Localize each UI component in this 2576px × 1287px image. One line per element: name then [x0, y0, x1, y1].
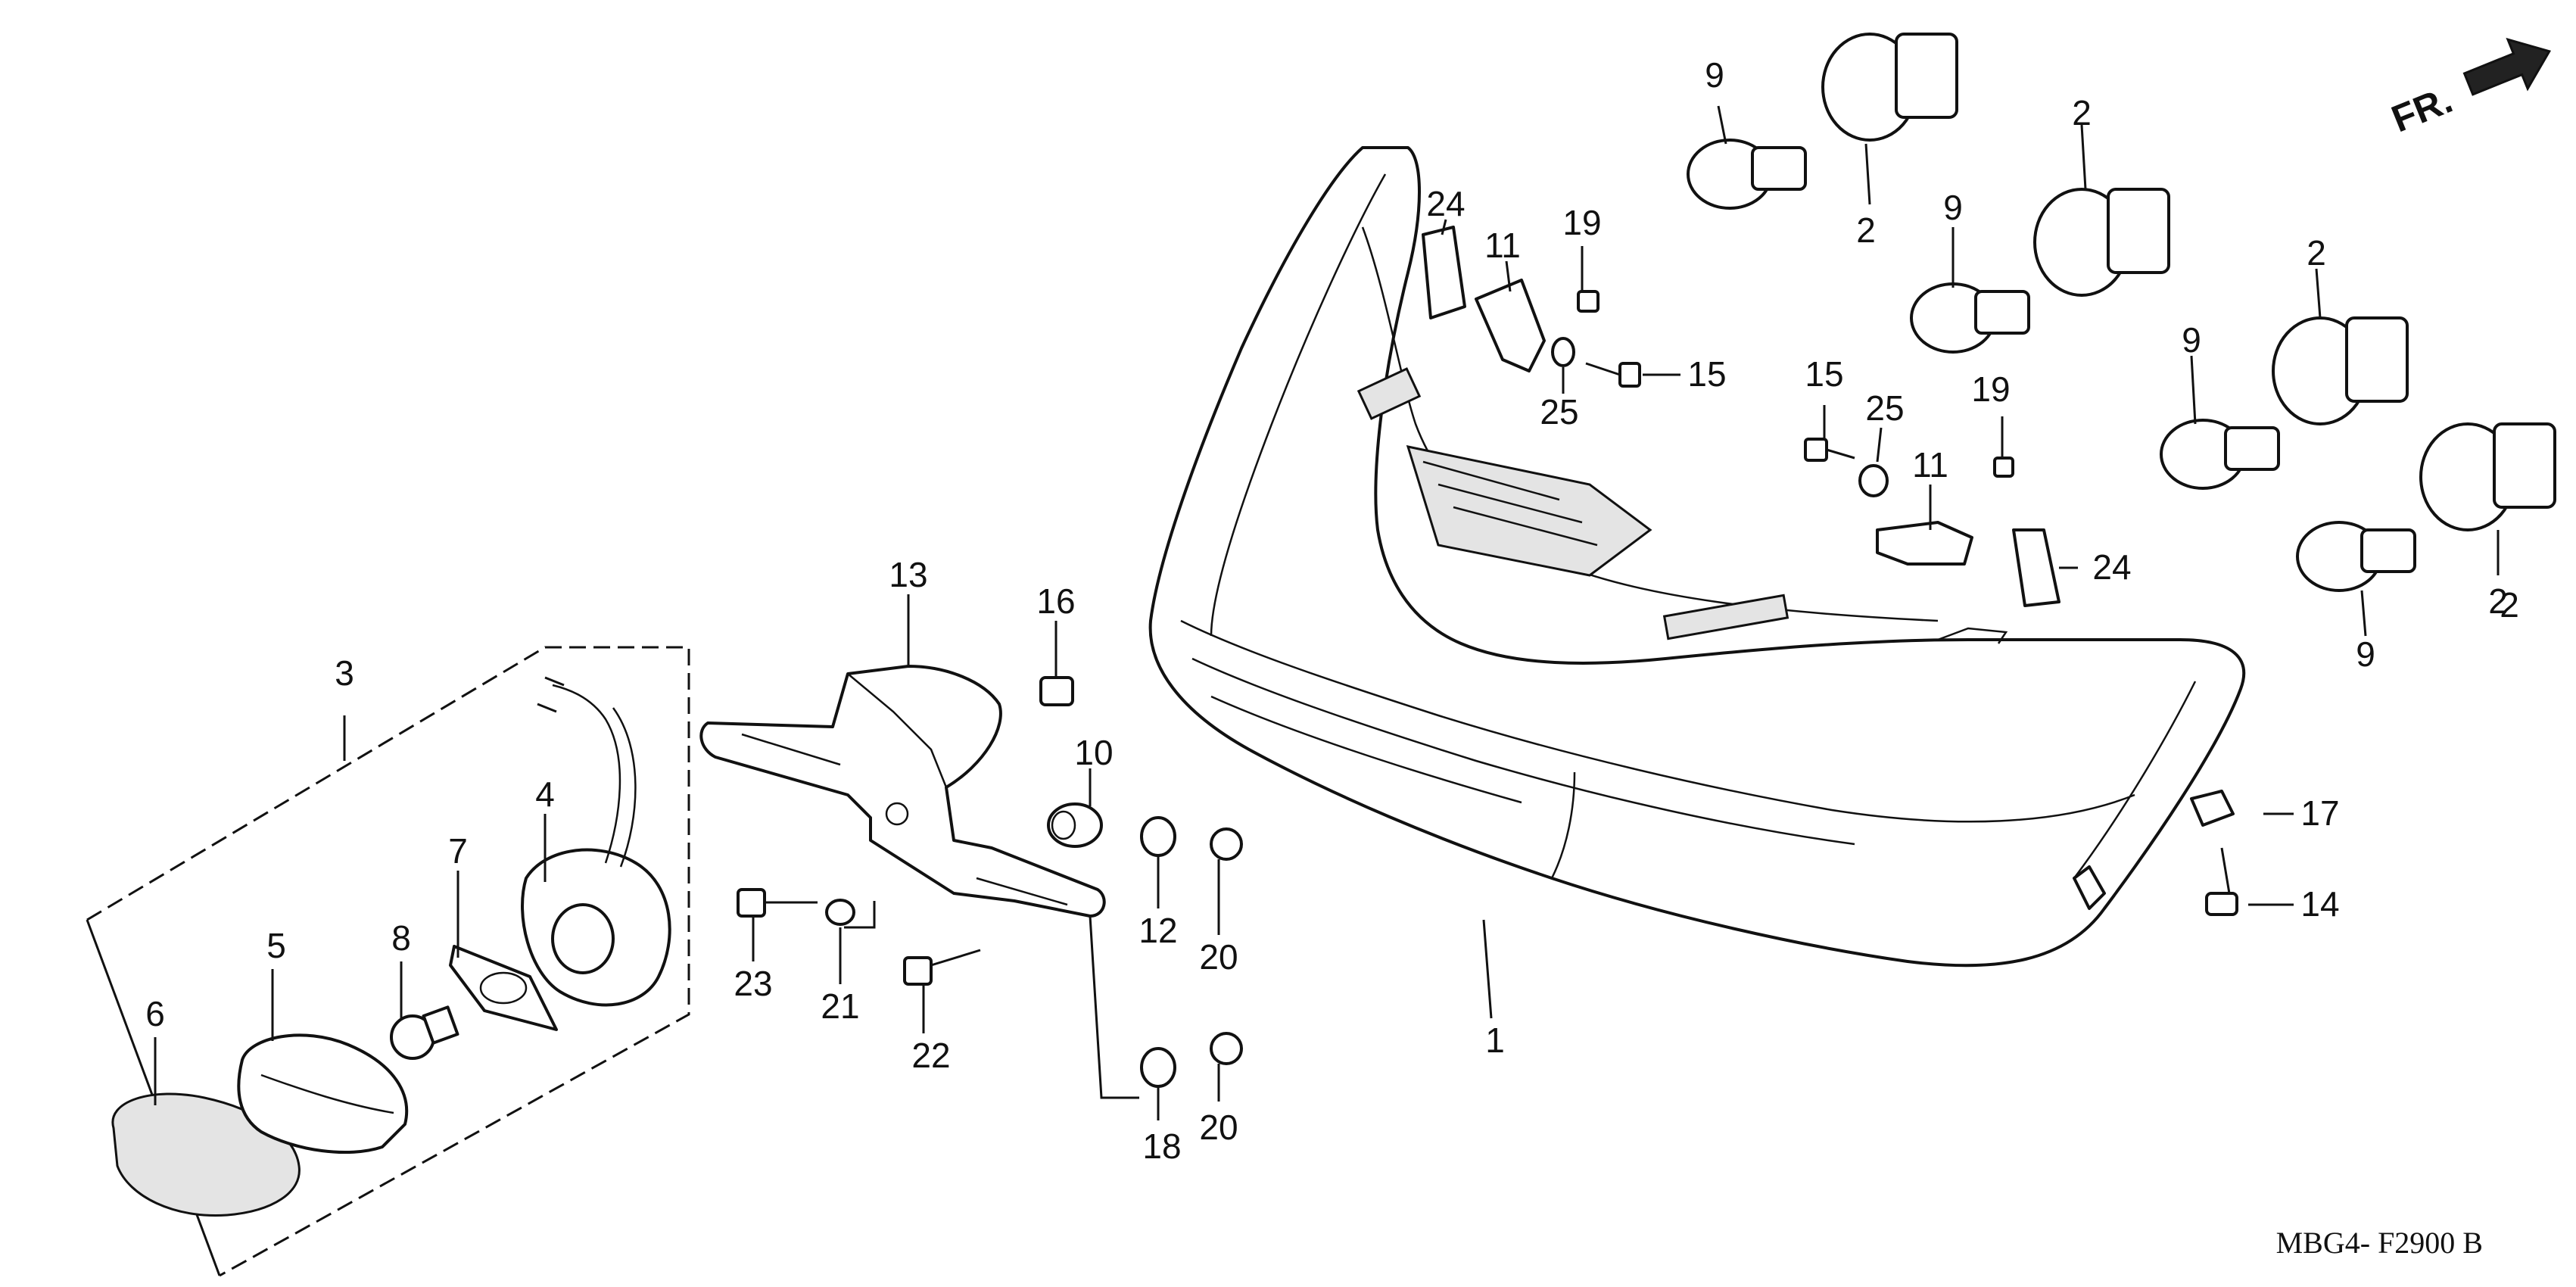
callout-9: 9 [1943, 188, 1963, 227]
callout-7: 7 [448, 831, 468, 871]
callout-2: 2 [2488, 581, 2508, 621]
diagram-code: MBG4- F2900 B [2276, 1226, 2483, 1260]
callout-19: 19 [1971, 369, 2010, 409]
callout-12: 12 [1138, 911, 1177, 950]
license-light-gasket [449, 945, 558, 1031]
callout-9: 9 [2356, 634, 2375, 674]
callout-25: 25 [1865, 388, 1904, 428]
callout-19: 19 [1562, 203, 1601, 242]
callout-13: 13 [889, 555, 927, 594]
callout-6: 6 [145, 994, 165, 1033]
callout-4: 4 [535, 774, 555, 814]
direction-arrow-icon [2462, 37, 2552, 96]
callout-23: 23 [734, 964, 772, 1003]
callout-2: 2 [1856, 210, 1876, 250]
callout-labels: 1 2 2 2 2 2 3 4 5 6 7 8 9 9 9 9 10 11 11… [145, 55, 2519, 1166]
callout-3: 3 [335, 653, 354, 693]
callout-17: 17 [2300, 793, 2339, 833]
callout-2: 2 [2307, 233, 2326, 273]
callout-11: 11 [1484, 226, 1521, 265]
front-direction-indicator: FR. [2386, 37, 2552, 140]
callout-24: 24 [2092, 547, 2131, 587]
callout-5: 5 [266, 926, 286, 965]
callout-15: 15 [1805, 354, 1843, 394]
callout-16: 16 [1036, 581, 1075, 621]
callout-1: 1 [1485, 1021, 1505, 1060]
callout-22: 22 [911, 1036, 950, 1075]
callout-2: 2 [2072, 93, 2092, 132]
callout-15: 15 [1687, 354, 1726, 394]
hardware [737, 226, 2238, 1088]
callout-24: 24 [1426, 184, 1465, 223]
tail-light-housing [1148, 146, 2246, 968]
callout-8: 8 [391, 918, 411, 958]
callout-20: 20 [1199, 1108, 1238, 1147]
callout-20: 20 [1199, 937, 1238, 977]
callout-11: 11 [1912, 445, 1948, 485]
callout-10: 10 [1074, 733, 1113, 772]
callout-21: 21 [821, 986, 859, 1026]
license-light-socket [521, 676, 671, 1007]
direction-label: FR. [2386, 78, 2459, 140]
license-light-case [237, 1033, 409, 1154]
callout-18: 18 [1142, 1127, 1181, 1166]
bulbs-and-sockets [1687, 33, 2556, 592]
license-light-kit-outline [86, 646, 690, 1277]
callout-14: 14 [2300, 884, 2339, 924]
callout-9: 9 [1705, 55, 1724, 95]
leader-lines [154, 105, 2500, 1120]
callout-25: 25 [1540, 392, 1578, 432]
callout-2: 2 [2500, 585, 2519, 625]
license-bracket [699, 665, 1106, 918]
callout-9: 9 [2182, 320, 2201, 360]
license-light-bulb [390, 1005, 459, 1060]
